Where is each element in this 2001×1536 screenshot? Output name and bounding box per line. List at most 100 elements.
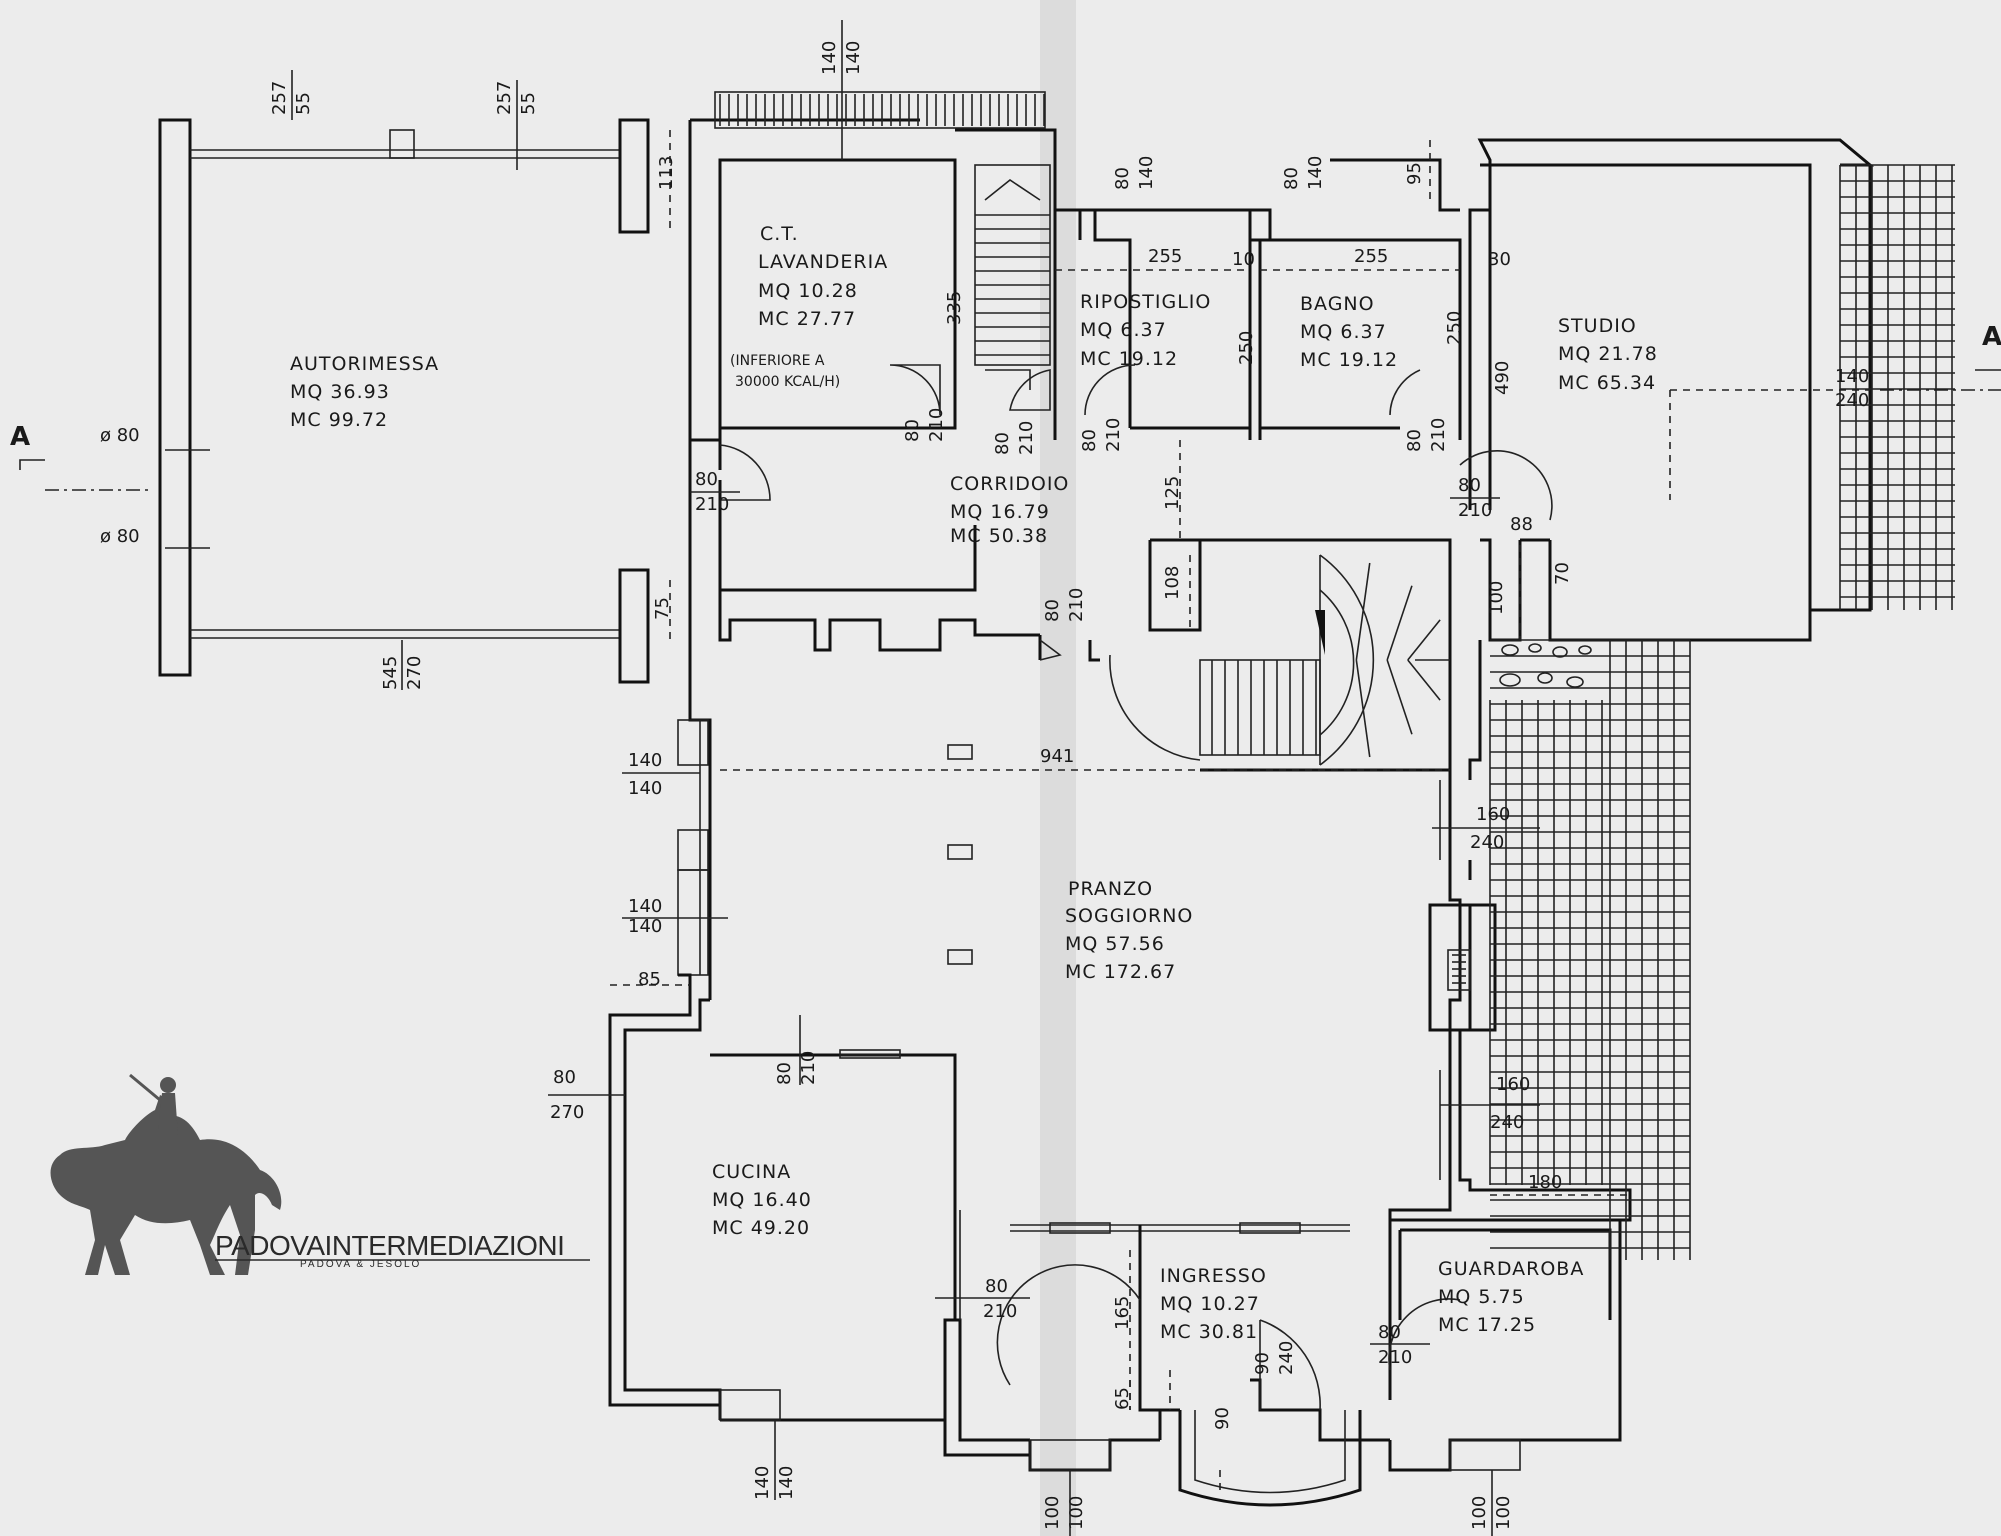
dim-garage-door-2: 270 <box>404 656 425 690</box>
lavanderia-name1: C.T. <box>760 223 799 245</box>
dim-studio-win-2: 240 <box>1835 390 1869 411</box>
dim-door-cucina-top-1: 80 <box>774 1062 795 1085</box>
dim-165: 165 <box>1112 1296 1133 1330</box>
dim-win-cucina-1: 80 <box>553 1067 576 1088</box>
corridoio-mc: MC 50.38 <box>950 525 1048 547</box>
dim-win-e1-2: 240 <box>1470 832 1504 853</box>
bagno-mc: MC 19.12 <box>1300 349 1398 371</box>
dim-door-cucina-top-2: 210 <box>798 1051 819 1085</box>
dim-top-a-1: 257 <box>269 81 290 115</box>
pranzo-name2: SOGGIORNO <box>1065 905 1193 927</box>
bagno-name: BAGNO <box>1300 293 1375 315</box>
dim-10: 10 <box>1232 249 1255 270</box>
dim-door-studio-1: 80 <box>1458 475 1481 496</box>
autorimessa-name: AUTORIMESSA <box>290 353 439 375</box>
paper-fold <box>1040 0 1076 1536</box>
dim-win-cucina-bottom-2: 140 <box>776 1466 797 1500</box>
corridoio-mq: MQ 16.79 <box>950 501 1050 523</box>
lavanderia-note2: 30000 KCAL/H) <box>735 374 840 390</box>
dim-335: 335 <box>944 291 965 325</box>
dim-win-w1-1: 140 <box>628 750 662 771</box>
room-labels: AUTORIMESSA MQ 36.93 MC 99.72 C.T. LAVAN… <box>290 223 1658 1343</box>
dim-win-w2-1: 140 <box>628 896 662 917</box>
dim-30: 30 <box>1488 249 1511 270</box>
stairs <box>974 164 1450 766</box>
studio-mq: MQ 21.78 <box>1558 343 1658 365</box>
dim-door-pranzo-1: 80 <box>1042 599 1063 622</box>
guardaroba-mq: MQ 5.75 <box>1438 1286 1525 1308</box>
dim-win-w2-2: 140 <box>628 916 662 937</box>
dim-95: 95 <box>1404 162 1425 185</box>
section-marker-right: A <box>1982 322 2001 352</box>
dim-win-w1-2: 140 <box>628 778 662 799</box>
dim-113: 113 <box>656 156 677 190</box>
dim-door-studio-2: 210 <box>1458 500 1492 521</box>
dim-win-cucina-bottom-1: 140 <box>752 1466 773 1500</box>
dim-win-e1-1: 160 <box>1476 804 1510 825</box>
dim-941: 941 <box>1040 746 1074 767</box>
cucina-name: CUCINA <box>712 1161 791 1183</box>
dim-door-corr-2: 210 <box>695 494 729 515</box>
dim-phi80b: ø 80 <box>100 526 140 547</box>
studio-mc: MC 65.34 <box>1558 372 1656 394</box>
ripostiglio-mc: MC 19.12 <box>1080 348 1178 370</box>
ingresso-mq: MQ 10.27 <box>1160 1293 1260 1315</box>
dim-top-b-2: 55 <box>518 92 539 115</box>
dim-win-e2-2: 240 <box>1490 1112 1524 1133</box>
dim-win-ingresso-bottom-2: 100 <box>1066 1496 1087 1530</box>
dim-75: 75 <box>652 597 673 620</box>
autorimessa-mq: MQ 36.93 <box>290 381 390 403</box>
dim-garage-door-1: 545 <box>380 656 401 690</box>
pranzo-mq: MQ 57.56 <box>1065 933 1165 955</box>
dim-250a: 250 <box>1236 331 1257 365</box>
company-logo: PADOVAINTERMEDIAZIONI PADOVA & JESOLO <box>50 1073 590 1275</box>
dim-rip-win-2: 140 <box>1136 156 1157 190</box>
pranzo-mc: MC 172.67 <box>1065 961 1176 983</box>
dim-180: 180 <box>1528 1172 1562 1193</box>
dim-door-ingresso-2: 240 <box>1276 1341 1297 1375</box>
pranzo-name1: PRANZO <box>1068 878 1153 900</box>
column-marker <box>947 744 973 760</box>
section-marker-left: A <box>10 422 30 452</box>
dim-win-cucina-2: 270 <box>550 1102 584 1123</box>
dim-85: 85 <box>638 969 661 990</box>
dim-100: 100 <box>1486 581 1507 615</box>
dim-top-a-2: 55 <box>293 92 314 115</box>
dim-door-stair-2: 210 <box>1016 421 1037 455</box>
lavanderia-note1: (INFERIORE A <box>730 353 825 369</box>
ripostiglio-mq: MQ 6.37 <box>1080 319 1167 341</box>
dim-door-guard-2: 210 <box>1378 1347 1412 1368</box>
dim-bagno-win-2: 140 <box>1305 156 1326 190</box>
dim-rip-win-1: 80 <box>1112 167 1133 190</box>
dim-top-c-1: 140 <box>819 41 840 75</box>
dim-top-b-1: 257 <box>494 81 515 115</box>
pebble-area <box>1499 643 1592 688</box>
lavanderia-name2: LAVANDERIA <box>758 251 888 273</box>
dim-door-cucina-right-2: 210 <box>983 1301 1017 1322</box>
column-marker <box>947 949 973 965</box>
column-marker <box>947 844 973 860</box>
bagno-mq: MQ 6.37 <box>1300 321 1387 343</box>
dim-door-corr-1: 80 <box>695 469 718 490</box>
dim-win-guard-bottom-2: 100 <box>1493 1496 1514 1530</box>
cucina-mc: MC 49.20 <box>712 1217 810 1239</box>
horse-rider-icon <box>50 1073 282 1275</box>
dim-top-c-2: 140 <box>843 41 864 75</box>
logo-tagline: PADOVA & JESOLO <box>300 1259 421 1270</box>
terrace-grid <box>1489 164 1955 1260</box>
dimension-lines <box>610 130 1870 1490</box>
cucina-mq: MQ 16.40 <box>712 1189 812 1211</box>
dim-70: 70 <box>1552 562 1573 585</box>
section-line <box>19 369 2001 491</box>
guardaroba-name: GUARDAROBA <box>1438 1258 1584 1280</box>
dim-door-ingresso-1: 90 <box>1252 1352 1273 1375</box>
corridoio-name: CORRIDOIO <box>950 473 1069 495</box>
dim-65: 65 <box>1112 1387 1133 1410</box>
dim-250b: 250 <box>1444 311 1465 345</box>
lavanderia-mq: MQ 10.28 <box>758 280 858 302</box>
dim-108: 108 <box>1162 566 1183 600</box>
dim-win-e2-1: 160 <box>1496 1074 1530 1095</box>
ingresso-mc: MC 30.81 <box>1160 1321 1258 1343</box>
dim-win-ingresso-bottom-1: 100 <box>1042 1496 1063 1530</box>
